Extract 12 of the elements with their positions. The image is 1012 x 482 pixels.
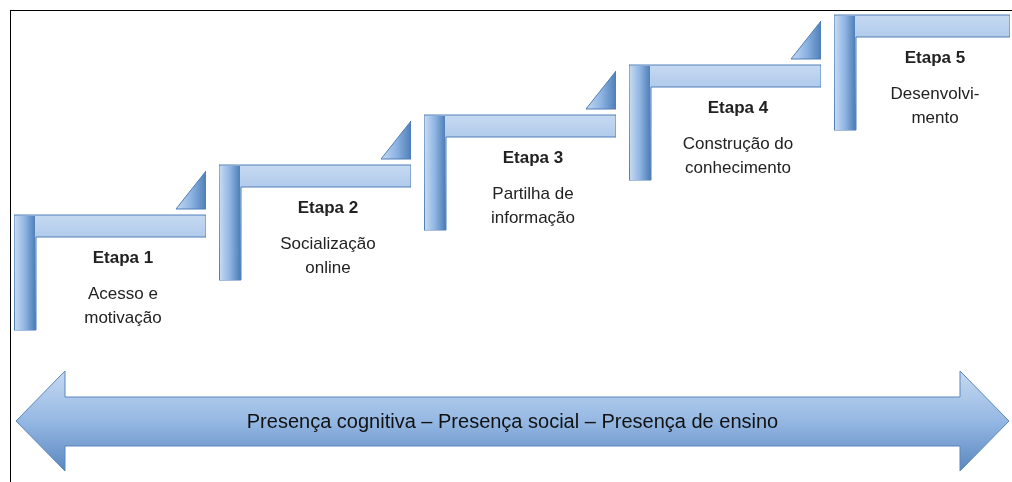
arrow-label: Presença cognitiva – Presença social – Presença de ensino: [246, 409, 779, 434]
step-description: Partilha de informação: [489, 183, 577, 230]
step-description: Construção do conhecimento: [681, 133, 795, 180]
step-title: Etapa 1: [92, 247, 154, 269]
step-description: Acesso e motivação: [83, 283, 163, 330]
step-title: Etapa 3: [502, 147, 564, 169]
step-title: Etapa 4: [707, 97, 769, 119]
step-description: Socialização online: [279, 233, 377, 280]
step-title: Etapa 2: [297, 197, 359, 219]
step-description: Desenvolvi- mento: [889, 83, 981, 130]
step-title: Etapa 5: [904, 47, 966, 69]
double-arrow: [15, 370, 1010, 472]
